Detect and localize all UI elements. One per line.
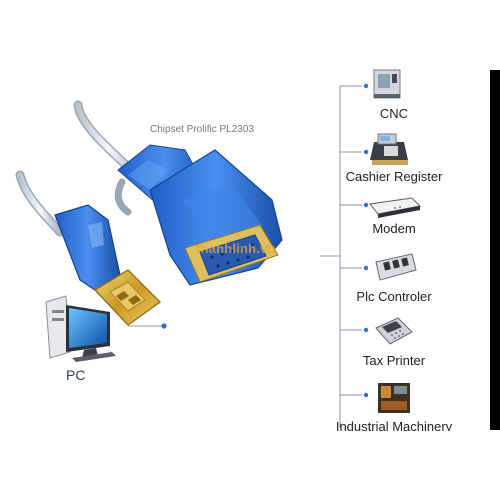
chipset-label: Chipset Prolific PL2303 (150, 124, 254, 135)
db9-serial-connector (117, 144, 283, 286)
device-label-tax-printer: Tax Printer (362, 353, 426, 368)
right-edge-bar (490, 70, 500, 430)
modem-icon (369, 197, 422, 218)
watermark-text: thanhlinh.vn (196, 241, 276, 256)
connector-lines (128, 85, 362, 428)
pc-label: PC (66, 367, 86, 383)
cnc-machine-icon (373, 69, 401, 99)
device-label-industrial-machinery: Industrial Machinery (335, 419, 453, 431)
device-label-plc-controler: Plc Controler (356, 289, 432, 304)
device-label-modem: Modem (372, 221, 416, 236)
cash-register-icon (370, 133, 408, 165)
connector-dots (161, 83, 369, 398)
device-label-cnc: CNC (379, 106, 409, 121)
desktop-computer-icon (45, 295, 116, 362)
usb-a-connector (54, 204, 162, 326)
tax-printer-icon (375, 317, 413, 345)
plc-controller-icon (375, 253, 417, 281)
device-label-cashier-register: Cashier Register (345, 169, 443, 184)
industrial-machinery-icon (378, 383, 410, 413)
